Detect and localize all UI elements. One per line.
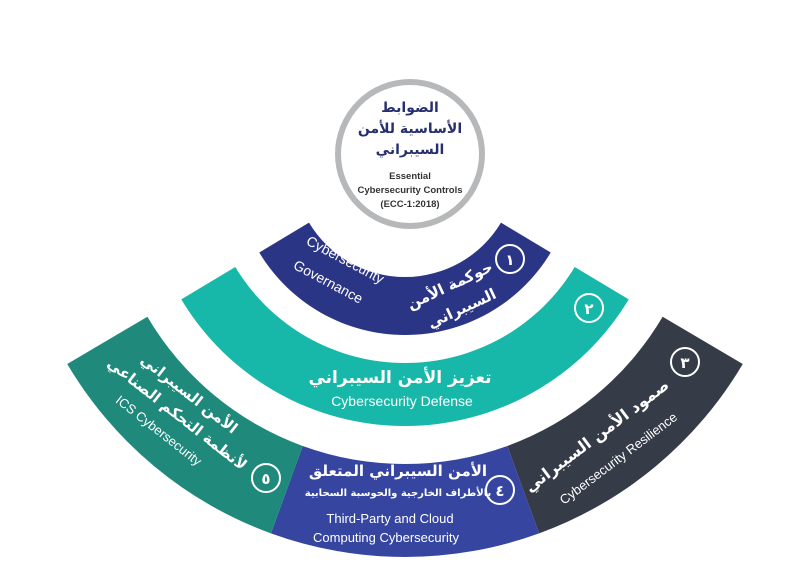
domain-3-number-circle bbox=[670, 347, 700, 377]
domain-4-title-ar-2: بالأطراف الخارجية والحوسبة السحابية bbox=[305, 486, 491, 499]
center-circle bbox=[335, 79, 485, 229]
domain-5-number-circle bbox=[251, 463, 281, 493]
domain-4: الأمن السيبراني المتعلق بالأطراف الخارجي… bbox=[305, 462, 515, 545]
center-title-en-1: Essential bbox=[389, 171, 431, 182]
domain-2-title-ar: تعزيز الأمن السيبراني bbox=[308, 367, 491, 388]
domain-4-number-circle bbox=[485, 475, 515, 505]
domain-1-number: ١ bbox=[505, 251, 514, 269]
domain-1-segment[interactable] bbox=[259, 222, 551, 335]
domain-2-segment[interactable] bbox=[181, 266, 629, 426]
domain-4-number: ٤ bbox=[495, 482, 504, 500]
domain-4-title-en-1: Third-Party and Cloud bbox=[326, 511, 453, 526]
domain-2: تعزيز الأمن السيبراني Cybersecurity Defe… bbox=[308, 293, 604, 409]
domain-5-number: ٥ bbox=[261, 470, 270, 488]
domain-5-segment[interactable] bbox=[67, 316, 303, 534]
center-badge: الضوابط الأساسية للأمن السيبراني Essenti… bbox=[335, 79, 485, 229]
domain-2-title-en: Cybersecurity Defense bbox=[331, 393, 473, 409]
domain-4-title-en-2: Computing Cybersecurity bbox=[313, 530, 459, 545]
domain-3-number: ٣ bbox=[680, 354, 689, 372]
domain-2-number: ٢ bbox=[584, 300, 593, 318]
center-title-ar-2: الأساسية للأمن bbox=[358, 120, 462, 137]
center-title-ar-3: السيبراني bbox=[376, 142, 445, 158]
domain-3-segment[interactable] bbox=[507, 316, 743, 534]
domain-4-title-ar-1: الأمن السيبراني المتعلق bbox=[309, 462, 487, 480]
center-title-en-3: (ECC-1:2018) bbox=[380, 199, 439, 210]
domain-2-number-circle bbox=[574, 293, 604, 323]
domain-1-number-circle bbox=[495, 244, 525, 274]
domain-4-segment[interactable] bbox=[270, 445, 540, 557]
center-title-ar-1: الضوابط bbox=[381, 100, 439, 116]
center-title-en-2: Cybersecurity Controls bbox=[357, 185, 462, 196]
